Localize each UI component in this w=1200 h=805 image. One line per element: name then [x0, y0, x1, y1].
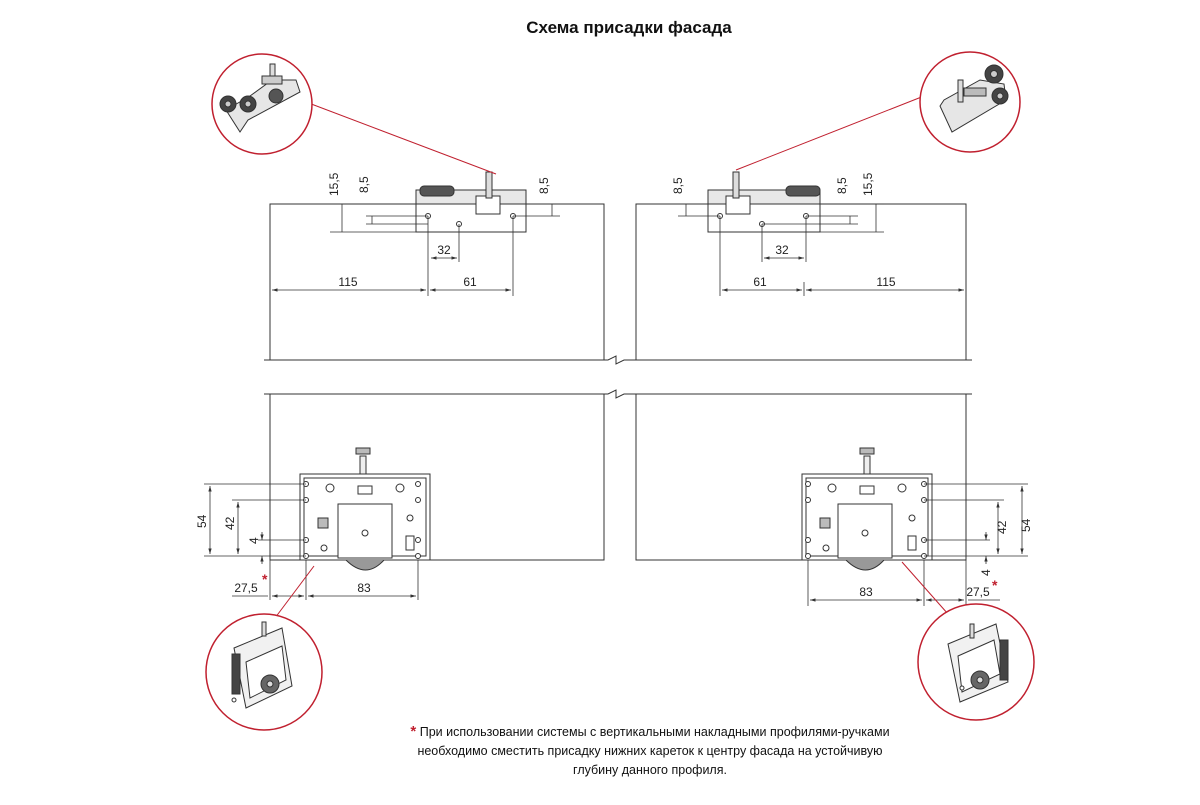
dim-83-left: 83 [357, 581, 371, 595]
dim-42-right: 42 [995, 520, 1009, 534]
dim-61-left: 61 [463, 275, 477, 289]
detail-view-top-left [211, 53, 313, 155]
top-carriage-right [707, 171, 821, 233]
asterisk-right: * [992, 577, 998, 593]
detail-view-bottom-right [917, 603, 1035, 721]
top-right-dimension-labels: 8,5 8,5 15,5 32 61 115 [671, 172, 896, 289]
bottom-left-dimension-labels: 54 42 4 27,5 * 83 [195, 514, 371, 595]
asterisk-left: * [262, 571, 268, 587]
dim-32-right: 32 [775, 243, 789, 257]
diagram-title: Схема присадки фасада [526, 18, 732, 37]
dim-8-5-right-a: 8,5 [671, 177, 685, 194]
detail-view-top-right [919, 51, 1021, 153]
dim-8-5-left-a: 8,5 [357, 176, 371, 193]
leader-lines [271, 95, 949, 623]
dim-61-right: 61 [753, 275, 767, 289]
dim-15-5-left: 15,5 [327, 172, 341, 196]
bottom-right-dimension-lines [807, 483, 1028, 606]
top-left-dimension-lines [269, 203, 560, 296]
dim-83-right: 83 [859, 585, 873, 599]
facade-right-bottom [630, 393, 972, 561]
bottom-carriage-left [299, 447, 431, 571]
top-right-dimension-lines [678, 203, 967, 296]
footnote: * При использовании системы с вертикальн… [400, 722, 900, 780]
dim-27-5-right: 27,5 [966, 585, 990, 599]
bottom-carriage-right [801, 447, 933, 571]
detail-view-bottom-left [205, 613, 323, 731]
dim-115-right: 115 [876, 275, 895, 289]
dim-15-5-right: 15,5 [861, 172, 875, 196]
dim-8-5-right-b: 8,5 [835, 177, 849, 194]
dim-42-left: 42 [223, 516, 237, 530]
footnote-asterisk: * [410, 723, 417, 740]
facade-left-bottom [264, 389, 630, 561]
dim-32-left: 32 [437, 243, 451, 257]
top-carriage-left [415, 171, 527, 233]
dim-54-right: 54 [1019, 518, 1033, 532]
dim-54-left: 54 [195, 514, 209, 528]
top-left-dimension-labels: 15,5 8,5 8,5 32 115 61 [327, 172, 551, 289]
dim-115-left: 115 [338, 275, 357, 289]
dim-8-5-left-b: 8,5 [537, 177, 551, 194]
dim-4-left: 4 [247, 537, 261, 544]
dim-4-right: 4 [979, 569, 993, 576]
bottom-left-dimension-lines [204, 483, 419, 600]
dim-27-5-left: 27,5 [234, 581, 258, 595]
bottom-right-dimension-labels: 54 42 4 83 27,5 * [859, 518, 1033, 599]
footnote-text: При использовании системы с вертикальным… [417, 725, 890, 777]
